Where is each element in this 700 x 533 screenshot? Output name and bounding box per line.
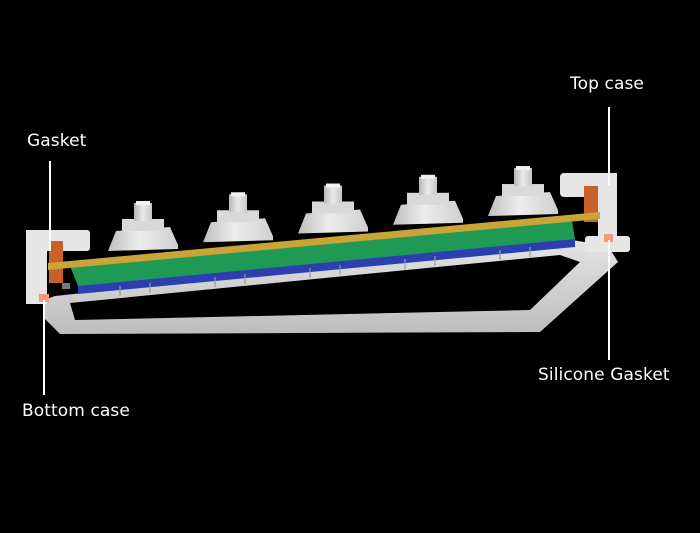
switch-housing [393, 200, 463, 225]
leader-silicone-gasket [608, 240, 610, 360]
left-gasket-shape [49, 241, 63, 283]
switch-stem [134, 203, 152, 221]
switch-housing [203, 218, 273, 243]
right-silicone-gasket [604, 234, 613, 242]
label-top-case: Top case [570, 74, 644, 94]
switch-stem [514, 168, 532, 187]
switch-top [502, 184, 544, 197]
label-silicone-gasket: Silicone Gasket [538, 365, 670, 385]
switch-housing [108, 227, 178, 251]
switch-stem-top [231, 192, 245, 197]
pcb-bottom-layer [78, 238, 575, 294]
switch-stem [229, 194, 247, 213]
switch-housing [488, 192, 558, 217]
plate-layer [48, 212, 600, 270]
switch-top [217, 210, 259, 223]
switch-top [122, 219, 164, 231]
switch-5 [488, 166, 558, 217]
switch-2 [203, 192, 273, 243]
right-case-foot [585, 236, 630, 252]
left-top-case-lip [26, 230, 90, 251]
leader-top-case [608, 107, 610, 185]
leader-bottom-case [43, 300, 45, 395]
switch-stem [419, 176, 437, 195]
switch-pins [119, 247, 531, 296]
switch-stem-top [326, 183, 340, 188]
left-case-notch [62, 283, 70, 289]
switch-top [312, 201, 354, 214]
right-top-case-wall [598, 173, 617, 243]
switch-stem-top [421, 174, 435, 179]
switch-3 [298, 183, 368, 234]
switch-stem [324, 185, 342, 204]
switch-stem-top [136, 201, 150, 205]
switch-1 [108, 201, 178, 251]
bottom-case-cavity [70, 255, 580, 320]
pcb-layer [70, 221, 575, 286]
leader-gasket [49, 161, 51, 251]
bottom-silicone-gasket [39, 294, 49, 302]
switch-stem-top [516, 166, 530, 171]
label-bottom-case: Bottom case [22, 401, 130, 421]
switches-group [108, 166, 558, 251]
switch-housing [298, 209, 368, 234]
switch-4 [393, 174, 463, 225]
switch-top [407, 192, 449, 205]
label-gasket: Gasket [27, 131, 87, 151]
